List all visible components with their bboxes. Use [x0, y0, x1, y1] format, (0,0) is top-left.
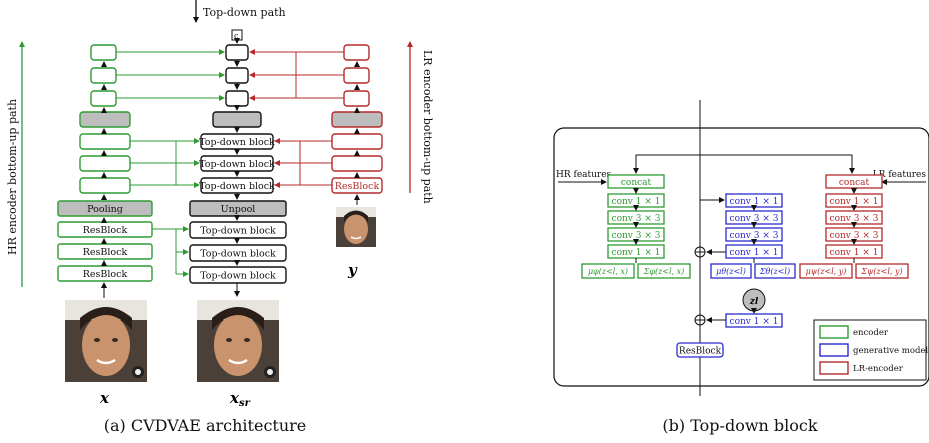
lr-column: concat conv 1 × 1 conv 3 × 3 conv 3 × 3 …	[799, 174, 909, 279]
lr-gray-block	[331, 111, 383, 128]
lr-conv4-label: conv 1 × 1	[830, 248, 879, 258]
top-down-path-label: Top-down path	[203, 6, 286, 19]
lr-features-label: LR features	[873, 170, 927, 180]
topdown-block-panel: HR features LR features concat conv 1 × …	[553, 100, 929, 435]
architecture-panel: Top-down path c HR encoder bottom-up pat…	[6, 0, 434, 435]
gen-topdown-label-1: Top-down block	[199, 137, 275, 148]
gen-column: conv 1 × 1 conv 3 × 3 conv 3 × 3 conv 1 …	[676, 193, 796, 358]
hr-skip-connections	[116, 49, 225, 277]
label-y: y	[347, 261, 358, 279]
hr-pooling-block	[57, 200, 153, 217]
gen-conv4-label: conv 1 × 1	[730, 248, 779, 258]
enc-column: concat conv 1 × 1 conv 3 × 3 conv 3 × 3 …	[581, 174, 691, 279]
legend-swatch-lr	[819, 361, 849, 375]
resblock-label: ResBlock	[679, 347, 722, 357]
lr-skip-connections	[249, 49, 344, 188]
legend-swatch-generative	[819, 343, 849, 357]
lr-block	[331, 155, 383, 172]
gen-block	[225, 90, 249, 107]
enc-conv1-label: conv 1 × 1	[612, 197, 661, 207]
hr-gray-block	[79, 111, 131, 128]
caption-b: (b) Top-down block	[662, 416, 817, 435]
lr-conv3-label: conv 3 × 3	[830, 231, 879, 241]
label-xsr: xsr	[229, 389, 251, 409]
hr-resblock-3	[57, 265, 153, 282]
enc-concat-label: concat	[621, 178, 652, 188]
lr-encoder-column: ResBlock	[331, 44, 383, 205]
gen-topdown-label-2: Top-down block	[199, 159, 275, 170]
hr-resblock-3-label: ResBlock	[83, 269, 128, 280]
caption-a: (a) CVDVAE architecture	[104, 416, 307, 435]
enc-sigma-label: Σφ(z<l, x)	[643, 267, 685, 276]
legend-generative-label: generative model	[853, 346, 928, 356]
label-x: x	[99, 389, 110, 407]
hr-features-label: HR features	[556, 170, 612, 180]
gen-topdown-label-3: Top-down block	[199, 181, 275, 192]
generative-column: Top-down block Top-down block Top-down b…	[189, 38, 287, 297]
gen-unpool-label: Unpool	[221, 204, 256, 215]
hr-block	[79, 133, 131, 150]
enc-conv3-label: conv 3 × 3	[612, 231, 661, 241]
hr-block	[90, 90, 117, 107]
hr-resblock-1-label: ResBlock	[83, 225, 128, 236]
lr-block	[343, 44, 370, 61]
gen-conv2-label: conv 3 × 3	[730, 214, 779, 224]
hr-pooling-label: Pooling	[87, 204, 123, 215]
gen-sigma-label: Σθ(z<l)	[759, 267, 790, 276]
latent-z-label: zl	[749, 297, 759, 307]
legend-encoder-label: encoder	[853, 328, 889, 338]
legend-lr-label: LR-encoder	[853, 364, 904, 374]
enc-conv2-label: conv 3 × 3	[612, 214, 661, 224]
lr-face-image	[336, 207, 376, 247]
gen-topdown-label-4: Top-down block	[200, 226, 276, 237]
gen-topdown-block-6	[189, 266, 287, 284]
concat-symbol: c	[234, 32, 239, 41]
gen-block	[225, 44, 249, 61]
gen-conv-out-label: conv 1 × 1	[730, 317, 779, 327]
sr-face-image	[197, 300, 279, 382]
lr-mu-label: μψ(z<l, y)	[806, 267, 847, 276]
lr-conv1-label: conv 1 × 1	[830, 197, 879, 207]
hr-resblock-2	[57, 243, 153, 260]
legend: encoder generative model LR-encoder	[813, 319, 928, 381]
gen-topdown-label-5: Top-down block	[200, 249, 276, 260]
lr-concat-label: concat	[839, 178, 870, 188]
hr-resblock-2-label: ResBlock	[83, 247, 128, 258]
hr-encoder-column: Pooling ResBlock ResBlock ResBlock	[57, 44, 153, 298]
enc-conv4-label: conv 1 × 1	[612, 248, 661, 258]
gen-block	[225, 67, 249, 84]
hr-block	[79, 177, 131, 194]
hr-face-image	[65, 300, 147, 382]
legend-swatch-encoder	[819, 325, 849, 339]
resblock-box	[676, 342, 724, 358]
lr-block	[343, 90, 370, 107]
enc-mu-label: μφ(z<l, x)	[588, 267, 628, 276]
lr-resblock-label: ResBlock	[335, 181, 380, 192]
gen-mu-label: μθ(z<l)	[716, 267, 746, 276]
hr-block	[90, 44, 117, 61]
hr-block	[79, 155, 131, 172]
hr-axis-label: HR encoder bottom-up path	[6, 99, 19, 255]
lr-conv2-label: conv 3 × 3	[830, 214, 879, 224]
gen-gray-block	[212, 111, 262, 128]
hr-block	[90, 67, 117, 84]
gen-conv3-label: conv 3 × 3	[730, 231, 779, 241]
gen-conv1-label: conv 1 × 1	[730, 197, 779, 207]
lr-axis-label: LR encoder bottom-up path	[421, 50, 434, 204]
gen-topdown-label-6: Top-down block	[200, 271, 276, 282]
lr-block	[343, 67, 370, 84]
lr-block	[331, 133, 383, 150]
lr-sigma-label: Σψ(z<l, y)	[860, 267, 902, 276]
